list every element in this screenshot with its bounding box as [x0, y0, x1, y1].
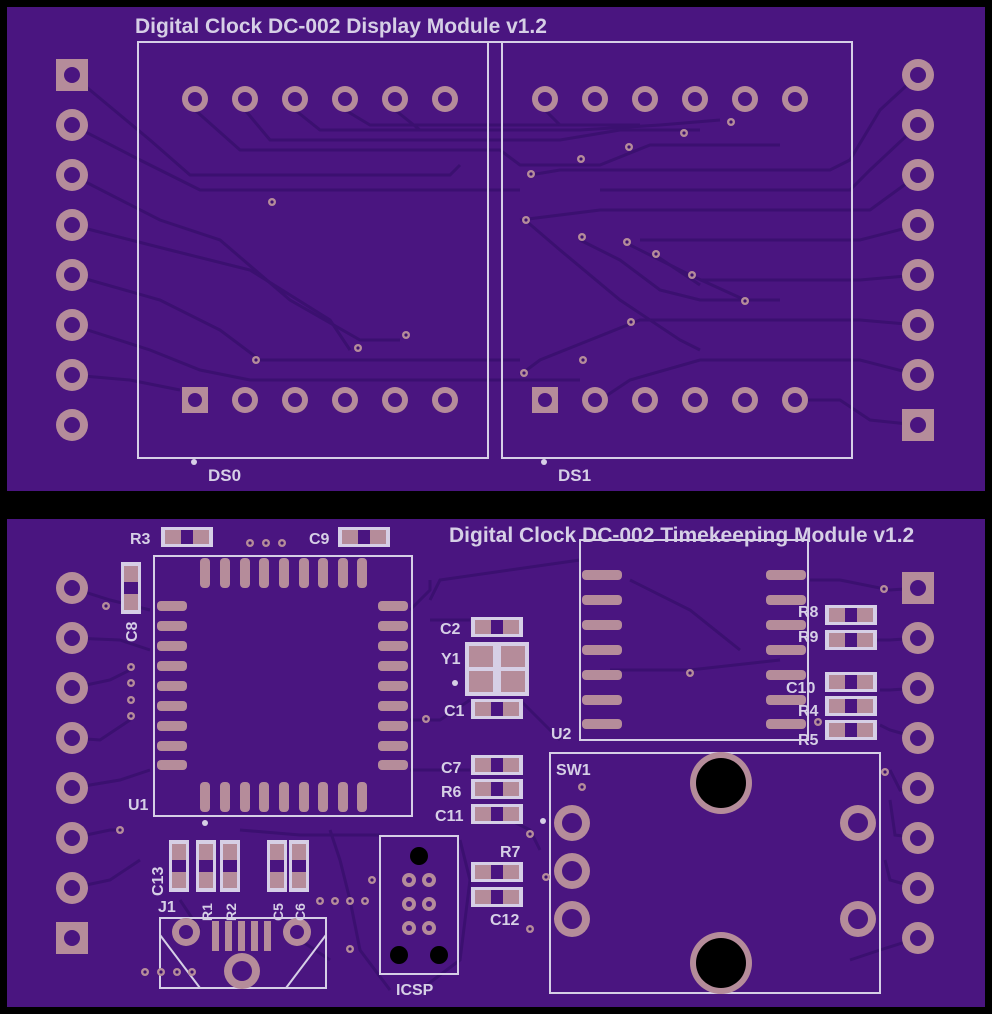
label-c8: C8	[124, 621, 141, 642]
timekeeping-traces	[71, 558, 919, 992]
label-r5: R5	[798, 732, 819, 749]
label-r9: R9	[798, 629, 819, 646]
label-u2: U2	[551, 726, 572, 743]
display-module-title: Digital Clock DC-002 Display Module v1.2	[135, 15, 547, 38]
label-c5: C5	[270, 903, 286, 921]
label-c9: C9	[309, 531, 330, 548]
ds0-outline	[137, 41, 489, 459]
label-c10: C10	[786, 680, 815, 697]
ds0-pins	[182, 86, 458, 413]
ds0-label: DS0	[208, 466, 241, 485]
sw1-switch	[540, 752, 881, 994]
label-r8: R8	[798, 604, 819, 621]
label-r6: R6	[441, 784, 462, 801]
j1-usb	[159, 917, 327, 989]
label-y1: Y1	[441, 651, 461, 668]
label-c11: C11	[435, 808, 464, 825]
label-sw1: SW1	[556, 762, 591, 779]
ds1-label: DS1	[558, 466, 591, 485]
label-r7: R7	[500, 844, 521, 861]
label-c12: C12	[490, 912, 519, 929]
label-u1: U1	[128, 797, 149, 814]
timekeeping-module-board: Digital Clock DC-002 Timekeeping Module …	[1, 513, 991, 1013]
y1-crystal	[452, 642, 529, 696]
display-module-board: Digital Clock DC-002 Display Module v1.2…	[1, 1, 991, 497]
icsp-header	[379, 835, 459, 975]
ds1-pins	[532, 86, 808, 413]
label-r4: R4	[798, 703, 819, 720]
label-r3: R3	[130, 531, 151, 548]
label-c6: C6	[292, 903, 308, 921]
label-c2: C2	[440, 621, 461, 638]
label-j1: J1	[158, 899, 176, 916]
label-c7: C7	[441, 760, 462, 777]
display-traces	[71, 73, 920, 427]
ds1-outline	[501, 41, 853, 459]
label-icsp: ICSP	[396, 982, 434, 999]
label-c1: C1	[444, 703, 465, 720]
timekeeping-module-title: Digital Clock DC-002 Timekeeping Module …	[449, 524, 914, 547]
u1-chip	[153, 555, 413, 826]
label-r2: R2	[223, 903, 239, 921]
label-c13: C13	[150, 867, 167, 896]
label-r1: R1	[199, 903, 215, 921]
u2-chip	[579, 539, 809, 741]
